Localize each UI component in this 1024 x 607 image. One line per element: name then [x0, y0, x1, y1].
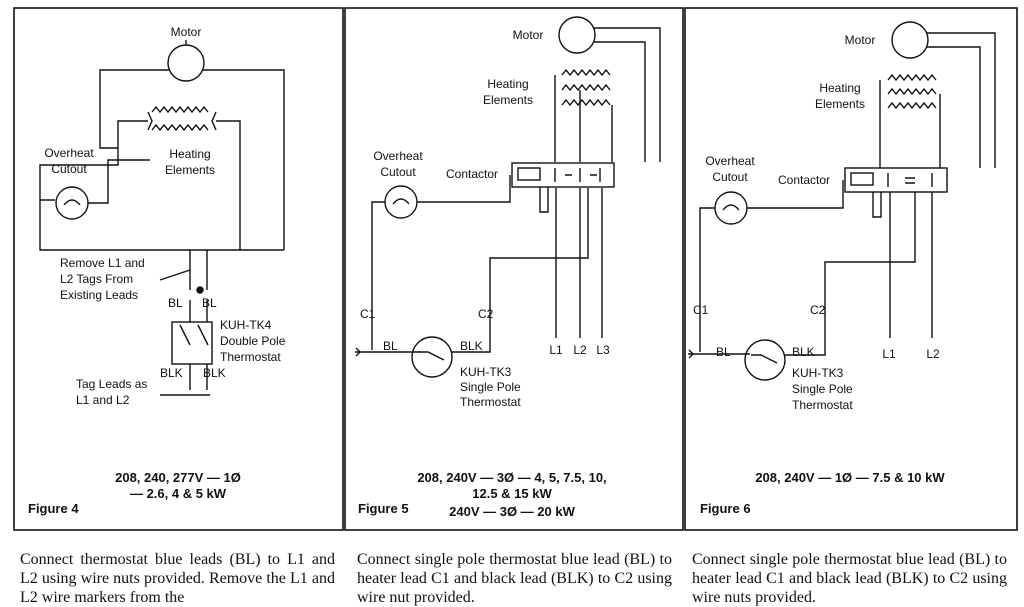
fig4-heating-element — [151, 123, 209, 132]
fig5-rating-3: 240V — 3Ø — 20 kW — [449, 504, 575, 519]
fig5-thermostat-label-3: Thermostat — [460, 395, 521, 409]
fig5-rating-2: 12.5 & 15 kW — [472, 486, 552, 501]
fig6-figure-label: Figure 6 — [700, 501, 751, 516]
fig5-blk-label: BLK — [460, 339, 483, 353]
fig6-overheat-label-2: Cutout — [712, 170, 748, 184]
fig5-line-l3: L3 — [596, 343, 610, 357]
fig5-motor-label: Motor — [513, 28, 544, 42]
fig6-line-l1: L1 — [882, 347, 896, 361]
fig4-tag-note-1: Tag Leads as — [76, 377, 147, 391]
fig6-line-l2: L2 — [926, 347, 940, 361]
figure-4-diagram — [39, 40, 285, 396]
fig4-rating-2: — 2.6, 4 & 5 kW — [130, 486, 227, 501]
fig5-rating-1: 208, 240V — 3Ø — 4, 5, 7.5, 10, — [417, 470, 606, 485]
fig6-heating-element — [887, 73, 937, 82]
fig6-heating-element — [887, 87, 937, 96]
fig5-heating-label-2: Elements — [483, 93, 533, 107]
fig6-thermostat-label-1: KUH-TK3 — [792, 366, 844, 380]
fig4-thermostat-label-2: Double Pole — [220, 334, 286, 348]
fig5-line-l2: L2 — [573, 343, 587, 357]
fig4-thermostat-symbol — [171, 321, 213, 365]
fig5-overheat-cutout-symbol — [384, 185, 418, 219]
fig5-overheat-label-1: Overheat — [373, 149, 423, 163]
fig6-blk-label: BLK — [792, 345, 815, 359]
fig6-rating-1: 208, 240V — 1Ø — 7.5 & 10 kW — [755, 470, 945, 485]
fig5-thermostat-label-2: Single Pole — [460, 380, 521, 394]
figure-6-frame — [684, 7, 1018, 531]
fig5-line-l1: L1 — [549, 343, 563, 357]
figure-4-labels: Motor Heating Elements Overheat Cutout R… — [28, 25, 286, 516]
fig4-overheat-label-1: Overheat — [44, 146, 94, 160]
fig4-heating-label-2: Elements — [165, 163, 215, 177]
figure-4-frame — [13, 7, 344, 531]
fig4-remove-note-2: L2 Tags From — [60, 272, 133, 286]
fig5-thermostat-label-1: KUH-TK3 — [460, 365, 512, 379]
fig5-thermostat-symbol — [411, 336, 453, 378]
fig5-figure-label: Figure 5 — [358, 501, 409, 516]
fig5-bl-label: BL — [383, 339, 398, 353]
fig4-motor-label: Motor — [171, 25, 202, 39]
fig4-heating-element — [151, 105, 209, 114]
figure-5-description: Connect single pole thermostat blue lead… — [357, 551, 672, 606]
fig4-bl-left: BL — [168, 296, 183, 310]
fig6-contactor-symbol — [844, 167, 948, 193]
figure-6-diagram — [688, 21, 996, 381]
fig5-heating-element — [561, 68, 611, 77]
fig5-c2-label: C2 — [478, 307, 494, 321]
fig6-motor-label: Motor — [845, 33, 876, 47]
figure-4-description: Connect thermostat blue leads (BL) to L1… — [20, 551, 335, 606]
fig4-blk-right: BLK — [203, 366, 226, 380]
fig6-heating-element — [887, 101, 937, 110]
fig6-heating-label-2: Elements — [815, 97, 865, 111]
fig4-remove-note-3: Existing Leads — [60, 288, 138, 302]
fig4-thermostat-label-3: Thermostat — [220, 350, 281, 364]
fig6-thermostat-label-2: Single Pole — [792, 382, 853, 396]
fig4-rating-1: 208, 240, 277V — 1Ø — [115, 470, 241, 485]
fig6-contactor-label: Contactor — [778, 173, 830, 187]
fig4-heating-label-1: Heating — [169, 147, 210, 161]
fig4-thermostat-label-1: KUH-TK4 — [220, 318, 272, 332]
figure-5-diagram — [355, 16, 661, 378]
fig6-thermostat-label-3: Thermostat — [792, 398, 853, 412]
fig6-overheat-label-1: Overheat — [705, 154, 755, 168]
fig5-overheat-label-2: Cutout — [380, 165, 416, 179]
fig5-c1-label: C1 — [360, 307, 376, 321]
wiring-diagram-sheet: Motor Heating Elements Overheat Cutout R… — [13, 7, 1018, 531]
fig4-overheat-cutout-symbol — [55, 186, 89, 220]
fig6-bl-label: BL — [716, 345, 731, 359]
fig4-figure-label: Figure 4 — [28, 501, 79, 516]
fig6-c2-label: C2 — [810, 303, 826, 317]
figure-5-labels: Motor Heating Elements Overheat Cutout C… — [358, 28, 610, 519]
fig4-tag-note-2: L1 and L2 — [76, 393, 130, 407]
fig4-motor-symbol — [167, 44, 205, 82]
fig4-remove-note-1: Remove L1 and — [60, 256, 145, 270]
figure-6-labels: Motor Heating Elements Overheat Cutout C… — [693, 33, 945, 516]
fig6-c1-label: C1 — [693, 303, 709, 317]
fig5-contactor-symbol — [511, 162, 615, 188]
fig4-bl-right: BL — [202, 296, 217, 310]
figure-5-frame — [344, 7, 684, 531]
fig5-contactor-label: Contactor — [446, 167, 498, 181]
fig5-heating-element — [561, 98, 611, 107]
fig5-heating-label-1: Heating — [487, 77, 528, 91]
fig4-overheat-label-2: Cutout — [51, 162, 87, 176]
fig5-heating-element — [561, 83, 611, 92]
wiring-diagram-canvas: Motor Heating Elements Overheat Cutout R… — [13, 7, 1018, 531]
fig6-heating-label-1: Heating — [819, 81, 860, 95]
figure-6-description: Connect single pole thermostat blue lead… — [692, 551, 1007, 606]
fig4-blk-left: BLK — [160, 366, 183, 380]
fig6-overheat-cutout-symbol — [714, 191, 748, 225]
fig5-motor-symbol — [558, 16, 596, 54]
fig6-motor-symbol — [891, 21, 929, 59]
fig6-thermostat-symbol — [744, 339, 786, 381]
